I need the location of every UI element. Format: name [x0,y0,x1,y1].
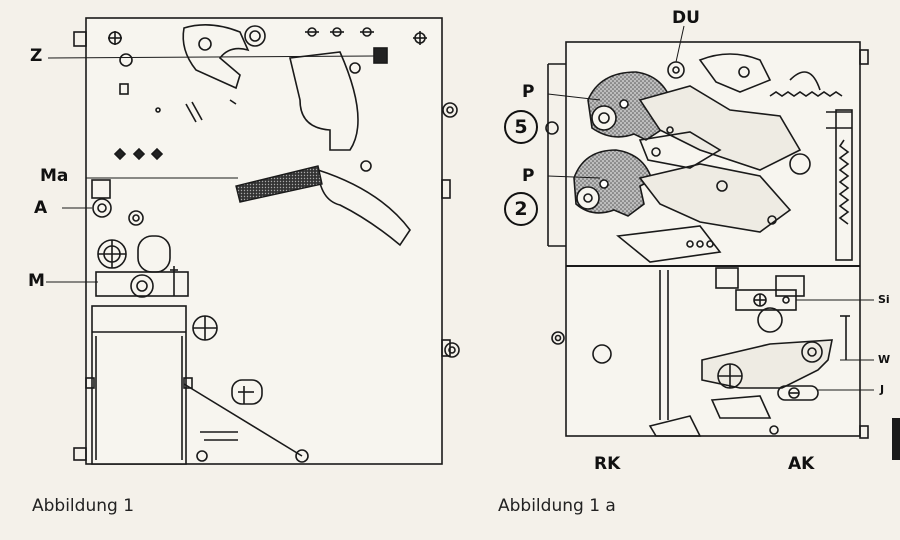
label-ma: Ma [40,166,69,186]
label-si: Si [878,293,890,306]
label-a: A [34,198,48,218]
label-p-lower: P [522,166,535,186]
label-m: M [28,271,45,291]
label-rk: RK [594,454,621,474]
label-j: J [880,383,885,396]
caption-right: Abbildung 1 a [498,496,616,516]
label-du: DU [672,8,700,28]
left-lower-box [91,305,187,465]
caption-left: Abbildung 1 [32,496,135,516]
hatched-lever [235,165,323,203]
circle-label-2: 2 [504,192,538,226]
circle-label-5: 5 [504,110,538,144]
label-ak: AK [788,454,815,474]
figure-right-drawing [545,25,874,439]
label-z: Z [30,46,43,66]
label-p-upper: P [522,82,535,102]
label-w: W [878,353,891,366]
figure-left-drawing [46,17,460,465]
page-edge-mark [892,418,900,460]
